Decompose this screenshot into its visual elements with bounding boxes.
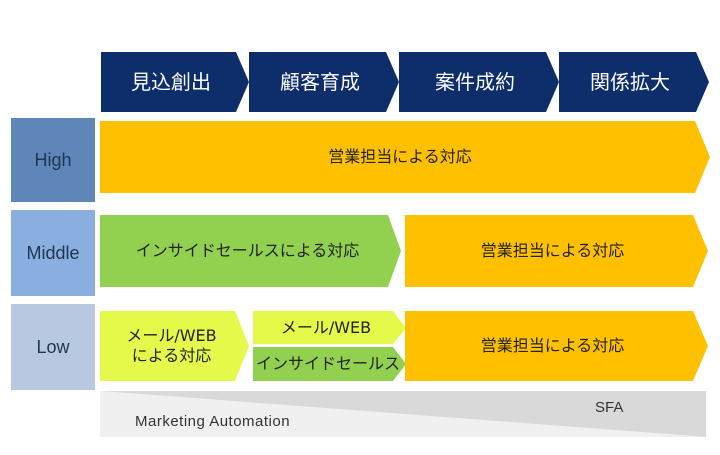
- low-mail-web-arrow: [253, 311, 406, 344]
- low-sales-arrow: [405, 311, 708, 381]
- stage-label-4: 関係拡大: [590, 69, 670, 94]
- stage-arrow-3: [399, 52, 559, 112]
- high-sales-label: 営業担当による対応: [328, 147, 472, 166]
- low-mail-web-response-arrow: [100, 311, 249, 381]
- row-label-box-middle: [11, 210, 95, 296]
- row-label-box-low: [11, 304, 95, 390]
- low-inside-sales-arrow: [253, 347, 406, 381]
- row-label-middle: Middle: [26, 242, 80, 263]
- low-mail-web-label: メール/WEB: [280, 317, 372, 337]
- row-label-box-high: [11, 118, 95, 202]
- stage-label-1: 見込創出: [131, 69, 211, 94]
- stage-arrow-1: [101, 52, 249, 112]
- row-label-high: High: [34, 149, 72, 170]
- marketing-automation-label: Marketing Automation: [135, 413, 291, 430]
- middle-sales-label: 営業担当による対応: [480, 241, 625, 260]
- stage-label-2: 顧客育成: [280, 69, 360, 94]
- high-sales-arrow: [100, 121, 710, 193]
- low-inside-sales-label: インサイドセールス: [255, 354, 400, 373]
- row-label-low: Low: [36, 336, 70, 357]
- sfa-label: SFA: [595, 399, 624, 416]
- stage-label-3: 案件成約: [435, 69, 515, 94]
- tool-band-light: [100, 391, 706, 437]
- low-sales-label: 営業担当による対応: [480, 336, 625, 355]
- middle-inside-sales-label: インサイドセールスによる対応: [135, 241, 360, 260]
- stage-arrow-2: [249, 52, 399, 112]
- stage-arrow-4: [559, 52, 709, 112]
- middle-inside-sales-arrow: [100, 215, 401, 287]
- low-mail-web-response-label: メール/WEB による対応: [126, 326, 217, 365]
- middle-sales-arrow: [405, 215, 708, 287]
